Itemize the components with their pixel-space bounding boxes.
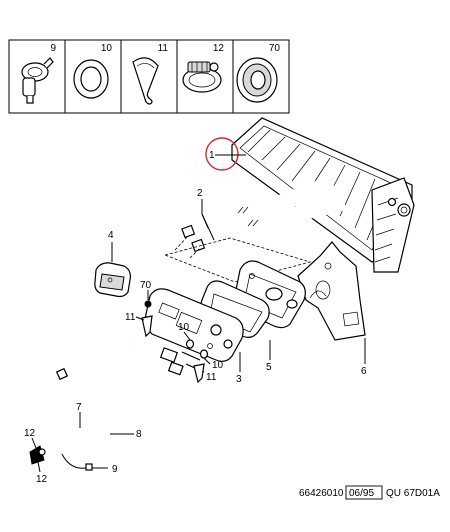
legend-cell-10: 10 [73, 43, 113, 99]
legend-cell-12: 12 [182, 43, 225, 93]
legend-cell-9: 9 [21, 43, 56, 104]
o-rings [185, 339, 209, 359]
callout-4: 4 [108, 230, 114, 241]
callout-9: 9 [112, 464, 118, 475]
legend-cell-11: 11 [132, 43, 169, 105]
legend-number-9: 9 [50, 43, 56, 54]
hose-clamp-icon [182, 61, 222, 93]
spring-clip-lower [193, 363, 205, 384]
hose-clamp-lower [29, 445, 46, 465]
footer-date-code: 06/95 [349, 488, 374, 499]
footer-suffix: QU 67D01A [386, 488, 440, 499]
legend-cell-70: 70 [236, 43, 281, 103]
hoses [43, 338, 205, 471]
grommet-small [94, 262, 131, 298]
callout-7: 7 [76, 402, 82, 413]
footer-ref-number: 66426010 [299, 488, 344, 499]
spring-clip-upper [141, 315, 153, 338]
highlight-circle [205, 137, 239, 171]
callout-12a: 12 [24, 428, 36, 439]
callout-8: 8 [136, 429, 142, 440]
legend-number-10: 10 [101, 43, 113, 54]
callout-6: 6 [361, 366, 367, 377]
pipes [181, 180, 348, 253]
bracket [297, 241, 366, 341]
date-code-box [345, 485, 383, 500]
callout-3: 3 [236, 374, 242, 385]
callout-12b: 12 [36, 474, 48, 485]
callout-10b: 10 [212, 360, 224, 371]
callout-70: 70 [140, 280, 152, 291]
callout-10a: 10 [178, 322, 190, 333]
o-ring-icon [73, 59, 109, 99]
callout-11a: 11 [125, 312, 136, 323]
callout-1: 1 [209, 150, 215, 161]
legend-number-12: 12 [213, 43, 225, 54]
footer-reference: 66426010 06/95 QU 67D01A [299, 485, 440, 500]
callout-2: 2 [197, 188, 203, 199]
legend-table: 9 10 11 12 [8, 39, 290, 114]
grommet-70 [144, 300, 152, 308]
spring-clip-icon [132, 57, 159, 105]
grommet-icon [236, 57, 278, 103]
legend-number-70: 70 [269, 43, 281, 54]
legend-number-11: 11 [158, 43, 169, 54]
clip-icon [21, 57, 54, 104]
install-guide [163, 237, 312, 283]
callout-5: 5 [266, 362, 272, 373]
callout-11b: 11 [206, 372, 217, 383]
